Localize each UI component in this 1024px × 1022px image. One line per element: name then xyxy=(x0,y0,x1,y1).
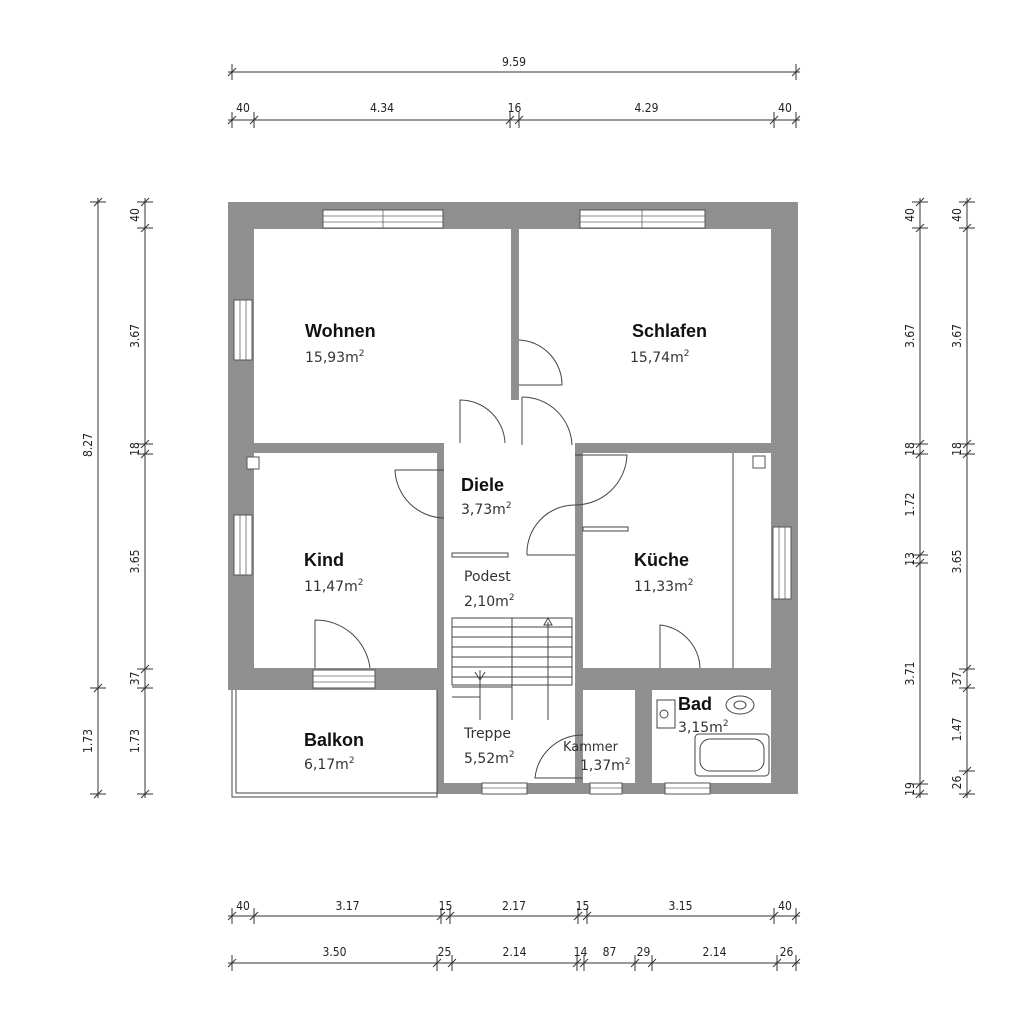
dim-bottom-outer-label-7: 26 xyxy=(780,945,794,959)
dim-bottom-outer-label-0: 3.50 xyxy=(322,945,346,959)
dim-bottom-outer-label-3: 14 xyxy=(574,945,588,959)
door-kind-balkon xyxy=(312,669,376,689)
bathroom-fixtures xyxy=(656,695,770,777)
dim-top-segments-label-4: 40 xyxy=(778,101,792,115)
dim-right-inner-label-0: 40 xyxy=(903,208,917,222)
room-kind-area xyxy=(254,453,437,668)
room-area-kueche: 11,33m2 xyxy=(634,578,693,595)
dim-right-outer-label-5: 1.47 xyxy=(950,717,964,741)
dim-right-outer-label-3: 3.65 xyxy=(950,549,964,573)
dimension-lines: 9.59 40 4.34 16 4.29 40 8.27 1.73 40 3.67 18 3.65 37… xyxy=(81,55,975,971)
dim-left-inner-label-0: 40 xyxy=(128,208,142,222)
window-kueche-right xyxy=(772,526,792,600)
room-label-podest: Podest xyxy=(464,569,511,585)
dim-top-segments-label-3: 4.29 xyxy=(634,101,658,115)
staircase xyxy=(451,616,573,720)
room-label-bad: Bad xyxy=(678,694,712,714)
dim-left-inner-label-4: 37 xyxy=(128,672,142,686)
dim-bottom-inner-label-5: 3.15 xyxy=(668,899,692,913)
dim-right-outer-label-1: 3.67 xyxy=(950,324,964,348)
room-label-kueche: Küche xyxy=(634,550,689,570)
room-area-treppe: 5,52m2 xyxy=(464,750,515,767)
dim-right-inner-label-2: 18 xyxy=(903,442,917,456)
room-kammer-area xyxy=(583,690,635,783)
dim-top-segments-label-0: 40 xyxy=(236,101,250,115)
room-label-balkon: Balkon xyxy=(304,730,364,750)
dim-right-inner-label-3: 1.72 xyxy=(903,492,917,516)
dim-right-outer-label-4: 37 xyxy=(950,672,964,686)
room-area-podest: 2,10m2 xyxy=(464,593,515,610)
windows xyxy=(233,209,792,795)
dim-top-overall-label-0: 9.59 xyxy=(502,55,526,69)
room-bad-area xyxy=(652,690,771,783)
dim-bottom-inner-label-2: 15 xyxy=(439,899,453,913)
door-swings xyxy=(314,339,701,779)
window-schlafen-top xyxy=(579,209,706,229)
window-kind-left xyxy=(233,514,253,576)
dim-left-inner-label-2: 18 xyxy=(128,442,142,456)
room-label-kind: Kind xyxy=(304,550,344,570)
room-label-schlafen: Schlafen xyxy=(632,321,707,341)
toilet xyxy=(725,695,755,715)
dim-right-outer-label-0: 40 xyxy=(950,208,964,222)
interior-lines xyxy=(451,453,734,668)
bathtub xyxy=(694,733,770,777)
room-area-kammer: 1,37m2 xyxy=(580,757,631,774)
room-cutouts xyxy=(228,229,771,797)
room-podest-area xyxy=(444,555,575,783)
dim-right-outer-label-6: 26 xyxy=(950,776,964,790)
dim-right-inner-label-6: 19 xyxy=(903,782,917,796)
room-kueche-area xyxy=(583,453,771,668)
dim-bottom-inner-label-4: 15 xyxy=(576,899,590,913)
dim-left-inner-label-3: 3.65 xyxy=(128,549,142,573)
dim-right-inner-label-5: 3.71 xyxy=(903,661,917,685)
dim-bottom-inner-label-0: 40 xyxy=(236,899,250,913)
window-kammer-bottom xyxy=(589,782,623,795)
balcony-outline xyxy=(231,690,438,798)
dim-bottom-outer-label-6: 2.14 xyxy=(702,945,726,959)
room-diele-area xyxy=(444,443,575,555)
dim-left-outer-label-1: 1.73 xyxy=(81,729,95,753)
washbasin xyxy=(656,699,676,729)
room-label-wohnen: Wohnen xyxy=(305,321,376,341)
room-label-kammer: Kammer xyxy=(563,740,619,755)
dim-top-segments-label-1: 4.34 xyxy=(370,101,394,115)
dim-bottom-outer-label-2: 2.14 xyxy=(502,945,526,959)
room-balkon-area xyxy=(228,690,437,797)
dim-bottom-outer-label-5: 29 xyxy=(637,945,651,959)
room-label-treppe: Treppe xyxy=(463,726,511,742)
dim-bottom-outer-label-1: 25 xyxy=(438,945,452,959)
room-area-schlafen: 15,74m2 xyxy=(630,349,689,366)
room-area-kind: 11,47m2 xyxy=(304,578,363,595)
dim-left-inner-label-1: 3.67 xyxy=(128,324,142,348)
dim-right-outer-label-2: 18 xyxy=(950,442,964,456)
window-wohnen-left xyxy=(233,299,253,361)
dim-bottom-inner-label-1: 3.17 xyxy=(335,899,359,913)
dim-bottom-outer-label-4: 87 xyxy=(603,945,617,959)
dim-left-outer-label-0: 8.27 xyxy=(81,433,95,457)
dim-right-inner-label-1: 3.67 xyxy=(903,324,917,348)
window-treppe-bottom xyxy=(481,782,528,795)
dim-bottom-inner-label-6: 40 xyxy=(778,899,792,913)
dim-left-inner-label-5: 1.73 xyxy=(128,729,142,753)
chimney-pillars xyxy=(246,455,766,470)
room-label-diele: Diele xyxy=(461,475,504,495)
room-area-balkon: 6,17m2 xyxy=(304,756,355,773)
window-bad-bottom xyxy=(664,782,711,795)
room-area-wohnen: 15,93m2 xyxy=(305,349,364,366)
dim-top-segments-label-2: 16 xyxy=(508,101,522,115)
room-labels: Wohnen 15,93m2 Schlafen 15,74m2 Diele 3,… xyxy=(304,321,729,774)
dim-bottom-inner-label-3: 2.17 xyxy=(502,899,526,913)
room-diele-upper xyxy=(460,400,570,450)
room-area-bad: 3,15m2 xyxy=(678,719,729,736)
dim-right-inner-label-4: 13 xyxy=(903,552,917,566)
room-area-diele: 3,73m2 xyxy=(461,501,512,518)
